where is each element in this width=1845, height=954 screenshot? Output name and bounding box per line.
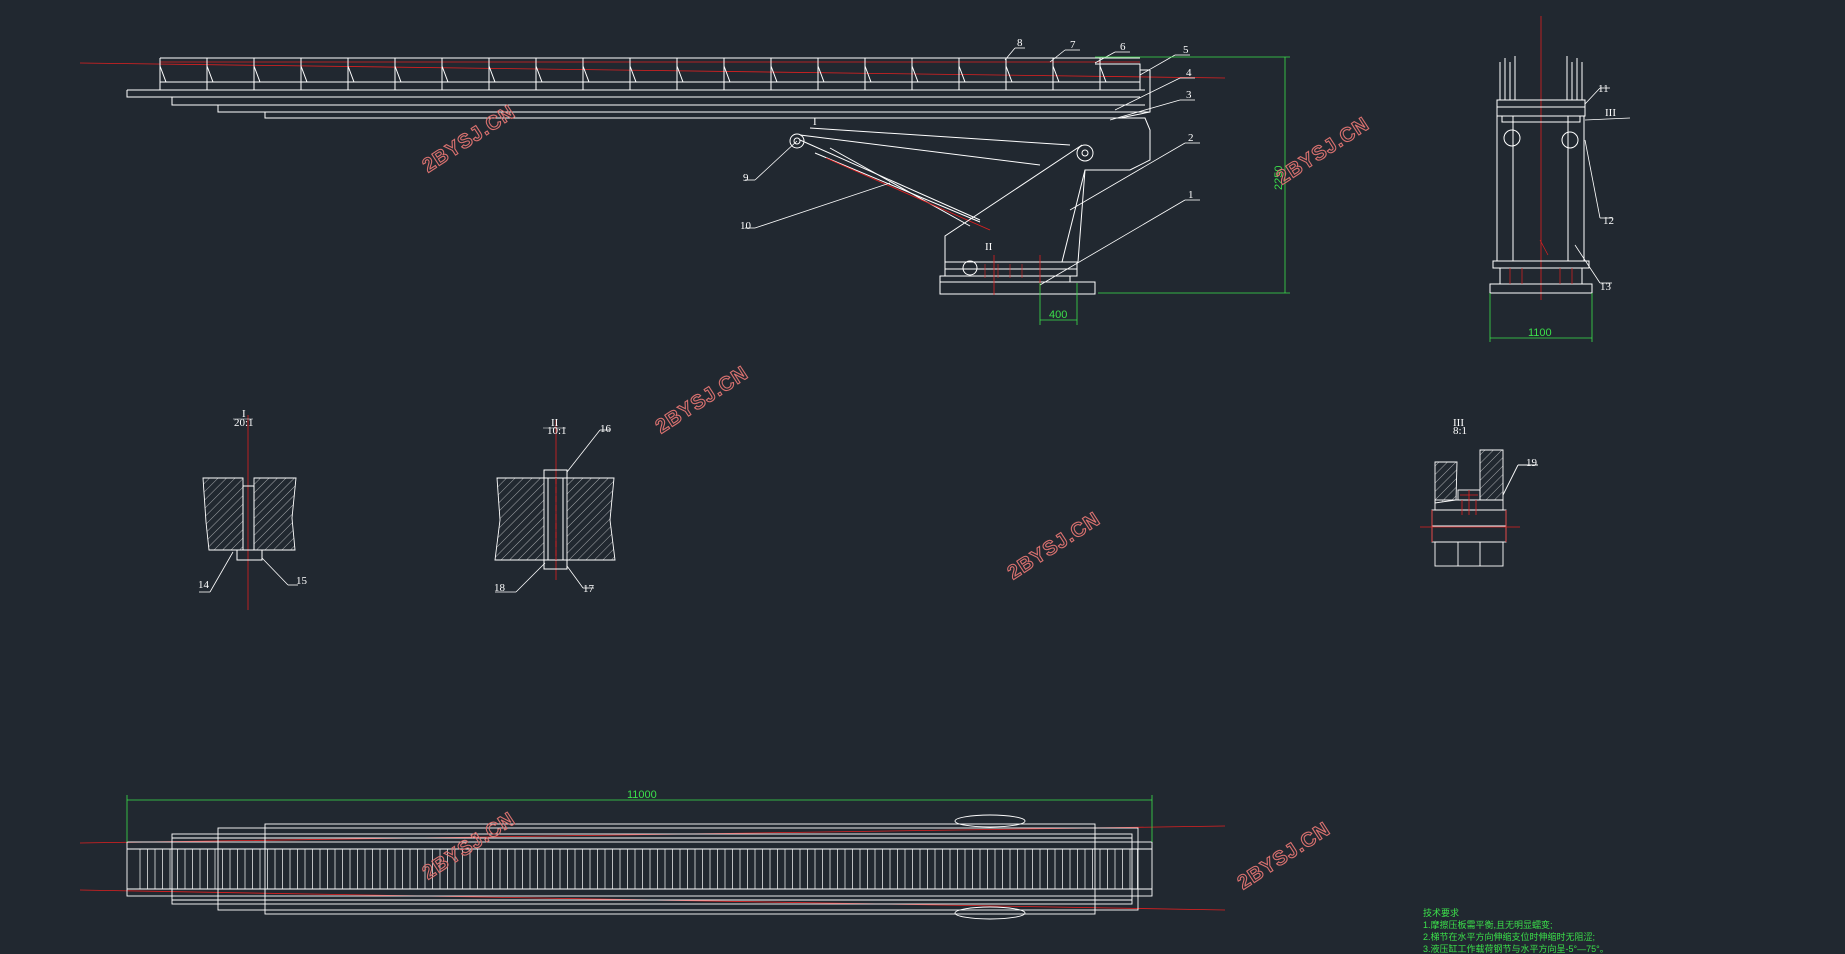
detail-1-scale: 20:1 [234,417,254,429]
detail-3-title: III [1453,417,1464,429]
dimension-height: 2250 [1273,166,1285,190]
detail-view-2: II 10:1 16 18 17 [494,417,616,595]
end-view-leaders [1574,87,1631,284]
watermark-4: 2BYSJ.CN [1004,508,1105,584]
part-number-8: 8 [1017,37,1023,49]
watermark-3: 2BYSJ.CN [652,362,753,438]
part-number-13: 13 [1600,281,1612,293]
side-view-leaders [745,47,1200,286]
notes-line-2: 2.梯节在水平方向伸缩支位时伸缩时无阻涩; [1423,931,1595,942]
part-number-18: 18 [494,582,506,594]
part-number-7: 7 [1070,39,1076,51]
detail-marker-2: II [985,241,993,253]
ladder-side-elevation [79,57,1226,295]
dimension-total-length: 11000 [627,789,657,801]
ladder-plan-view: 11000 [79,789,1226,920]
notes-line-3: 3.液压缸工作载荷钢节与水平方向呈-5°—75°。 [1423,943,1609,954]
side-view-dimensions [1039,56,1290,325]
part-number-10: 10 [740,220,752,232]
part-number-19: 19 [1526,457,1538,469]
part-number-1: 1 [1188,189,1194,201]
watermark-5: 2BYSJ.CN [419,808,520,884]
part-number-9: 9 [743,172,749,184]
notes-line-1: 1.摩擦压板需平衡,且无明显蠕变; [1423,919,1553,930]
ladder-rungs [159,58,1140,90]
part-number-14: 14 [198,579,210,591]
notes-title: 技术要求 [1423,907,1459,918]
part-number-15: 15 [296,575,308,587]
detail-1-title: I [242,408,246,420]
plan-view-rungs [139,849,1138,889]
watermark-2: 2BYSJ.CN [1273,113,1374,189]
dimension-side-width: 1100 [1528,327,1552,339]
part-number-11: 11 [1598,83,1609,95]
dimension-base-width: 400 [1049,309,1067,321]
detail-view-3: III 8:1 19 [1420,417,1538,567]
part-number-17: 17 [583,583,595,595]
end-view-dimensions [1489,293,1593,342]
detail-marker-3: III [1605,107,1616,119]
part-number-3: 3 [1186,89,1192,101]
detail-3-scale: 8:1 [1453,425,1467,437]
watermark-6: 2BYSJ.CN [1234,818,1335,894]
watermark-1: 2BYSJ.CN [419,101,520,177]
detail-view-1: I 20:1 14 15 [198,408,308,610]
part-number-2: 2 [1188,132,1194,144]
part-number-6: 6 [1120,41,1126,53]
detail-2-scale: 10:1 [547,425,567,437]
side-view-part-numbers: 1 2 3 4 5 6 7 8 9 10 I II [740,37,1194,253]
detail-2-title: II [551,417,559,429]
part-number-5: 5 [1183,44,1189,56]
part-number-4: 4 [1186,67,1192,79]
part-number-16: 16 [600,423,612,435]
end-view-part-numbers: 11 III 12 13 [1598,83,1616,293]
ladder-end-view [1489,16,1593,300]
part-number-12: 12 [1603,215,1614,227]
watermarks: 2BYSJ.CN 2BYSJ.CN 2BYSJ.CN 2BYSJ.CN 2BYS… [418,101,1374,895]
technical-requirements: 技术要求 1.摩擦压板需平衡,且无明显蠕变; 2.梯节在水平方向伸缩支位时伸缩时… [1423,907,1609,954]
detail-marker-1: I [813,116,817,128]
